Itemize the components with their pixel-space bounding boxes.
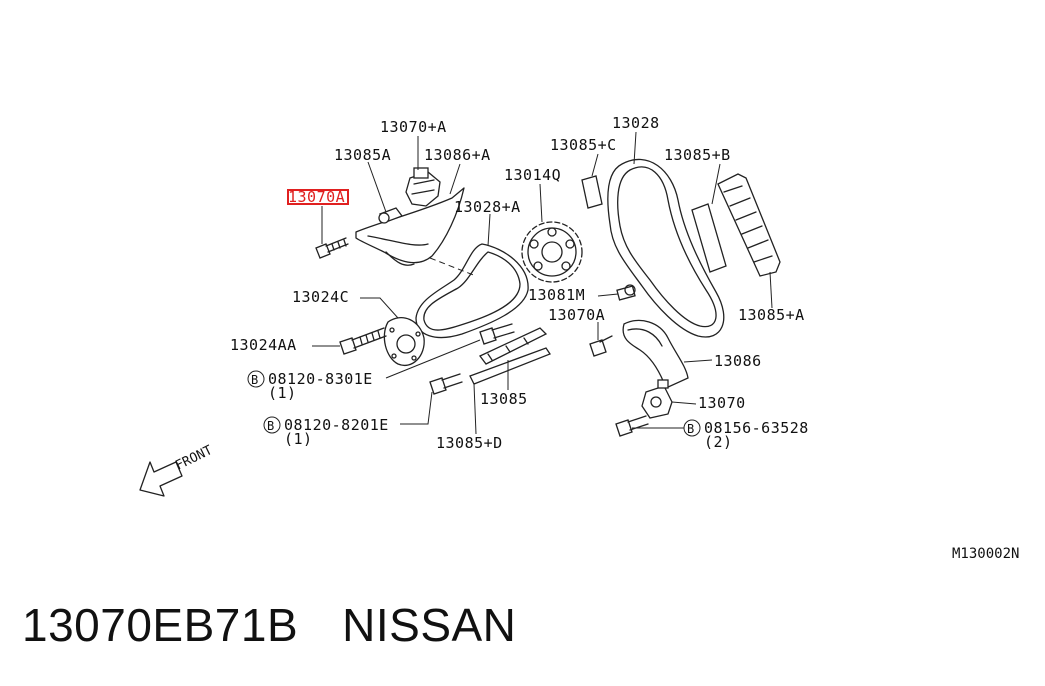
label-08120-8201e[interactable]: 08120-8201E (284, 416, 389, 434)
label-08156-63528[interactable]: 08156-63528 (704, 419, 809, 437)
label-13085pb[interactable]: 13085+B (664, 146, 731, 164)
chain-guide-13085pc[interactable] (581, 175, 603, 209)
camshaft-sprocket-13014q[interactable] (521, 221, 583, 283)
label-13085pd[interactable]: 13085+D (436, 434, 503, 452)
primary-chain-13028[interactable] (607, 158, 725, 338)
b-symbol-1: B (251, 373, 258, 387)
part-labels: 13070+A 13085A 13086+A 13070A 13028+A 13… (230, 114, 809, 452)
front-arrow-icon (139, 461, 183, 497)
b-symbol-circle-1 (247, 370, 265, 388)
guide-rail-13085[interactable] (478, 327, 548, 365)
bolt-08120-8201e[interactable] (429, 373, 463, 395)
label-13070a-highlighted[interactable]: 13070A (288, 188, 345, 206)
label-13070pa[interactable]: 13070+A (380, 118, 447, 136)
b-symbol-circle-2 (263, 416, 281, 434)
label-13028[interactable]: 13028 (612, 114, 660, 132)
label-13086pa[interactable]: 13086+A (424, 146, 491, 164)
chain-guide-13085pa[interactable] (717, 173, 781, 277)
sensor-13081m[interactable] (616, 284, 636, 301)
chain-tensioner-13070[interactable] (641, 379, 673, 419)
bolt-13070a-upper[interactable] (315, 237, 349, 259)
label-13085pa[interactable]: 13085+A (738, 306, 805, 324)
diagram-code: M130002N (952, 546, 1019, 562)
label-08120-8201e-qty: (1) (284, 430, 313, 448)
label-08120-8301e[interactable]: 08120-8301E (268, 370, 373, 388)
label-13081m[interactable]: 13081M (528, 286, 585, 304)
secondary-chain-13028pa[interactable] (415, 243, 529, 339)
highlight-box (287, 189, 349, 205)
chain-guide-13085pb[interactable] (691, 203, 727, 273)
b-symbol-2: B (267, 419, 274, 433)
bolt-13024aa[interactable] (339, 327, 387, 355)
label-13070a[interactable]: 13070A (548, 306, 605, 324)
label-08120-8301e-qty: (1) (268, 384, 297, 402)
guide-rail-13085pd[interactable] (469, 347, 551, 385)
label-13014q[interactable]: 13014Q (504, 166, 561, 184)
b-symbol-3: B (687, 422, 694, 436)
brand-name: NISSAN (342, 599, 517, 651)
label-13085[interactable]: 13085 (480, 390, 528, 408)
label-08156-63528-qty: (2) (704, 433, 733, 451)
label-13085pc[interactable]: 13085+C (550, 136, 617, 154)
bolt-13070a-lower[interactable] (589, 335, 613, 357)
upper-tensioner-guide[interactable] (355, 187, 465, 266)
b-symbol-circle-3 (683, 419, 701, 437)
tensioner-arm-13086[interactable] (622, 319, 689, 389)
bolt-08156-63528[interactable] (615, 415, 649, 437)
part-number: 13070EB71B (22, 599, 299, 651)
leader-lines (312, 131, 773, 435)
label-13085a[interactable]: 13085A (334, 146, 391, 164)
label-13024c[interactable]: 13024C (292, 288, 349, 306)
front-direction-arrow: FRONT (139, 443, 215, 497)
label-13028pa[interactable]: 13028+A (454, 198, 521, 216)
bolt-13085a[interactable] (378, 207, 404, 224)
part-caption: 13070EB71B NISSAN (22, 598, 516, 652)
bolt-08120-8301e[interactable] (479, 323, 515, 345)
label-13024aa[interactable]: 13024AA (230, 336, 297, 354)
label-13070[interactable]: 13070 (698, 394, 746, 412)
cover-plate-13024c[interactable] (383, 317, 425, 366)
upper-tensioner-body[interactable] (405, 167, 441, 207)
label-13086[interactable]: 13086 (714, 352, 762, 370)
front-label: FRONT (173, 443, 215, 474)
